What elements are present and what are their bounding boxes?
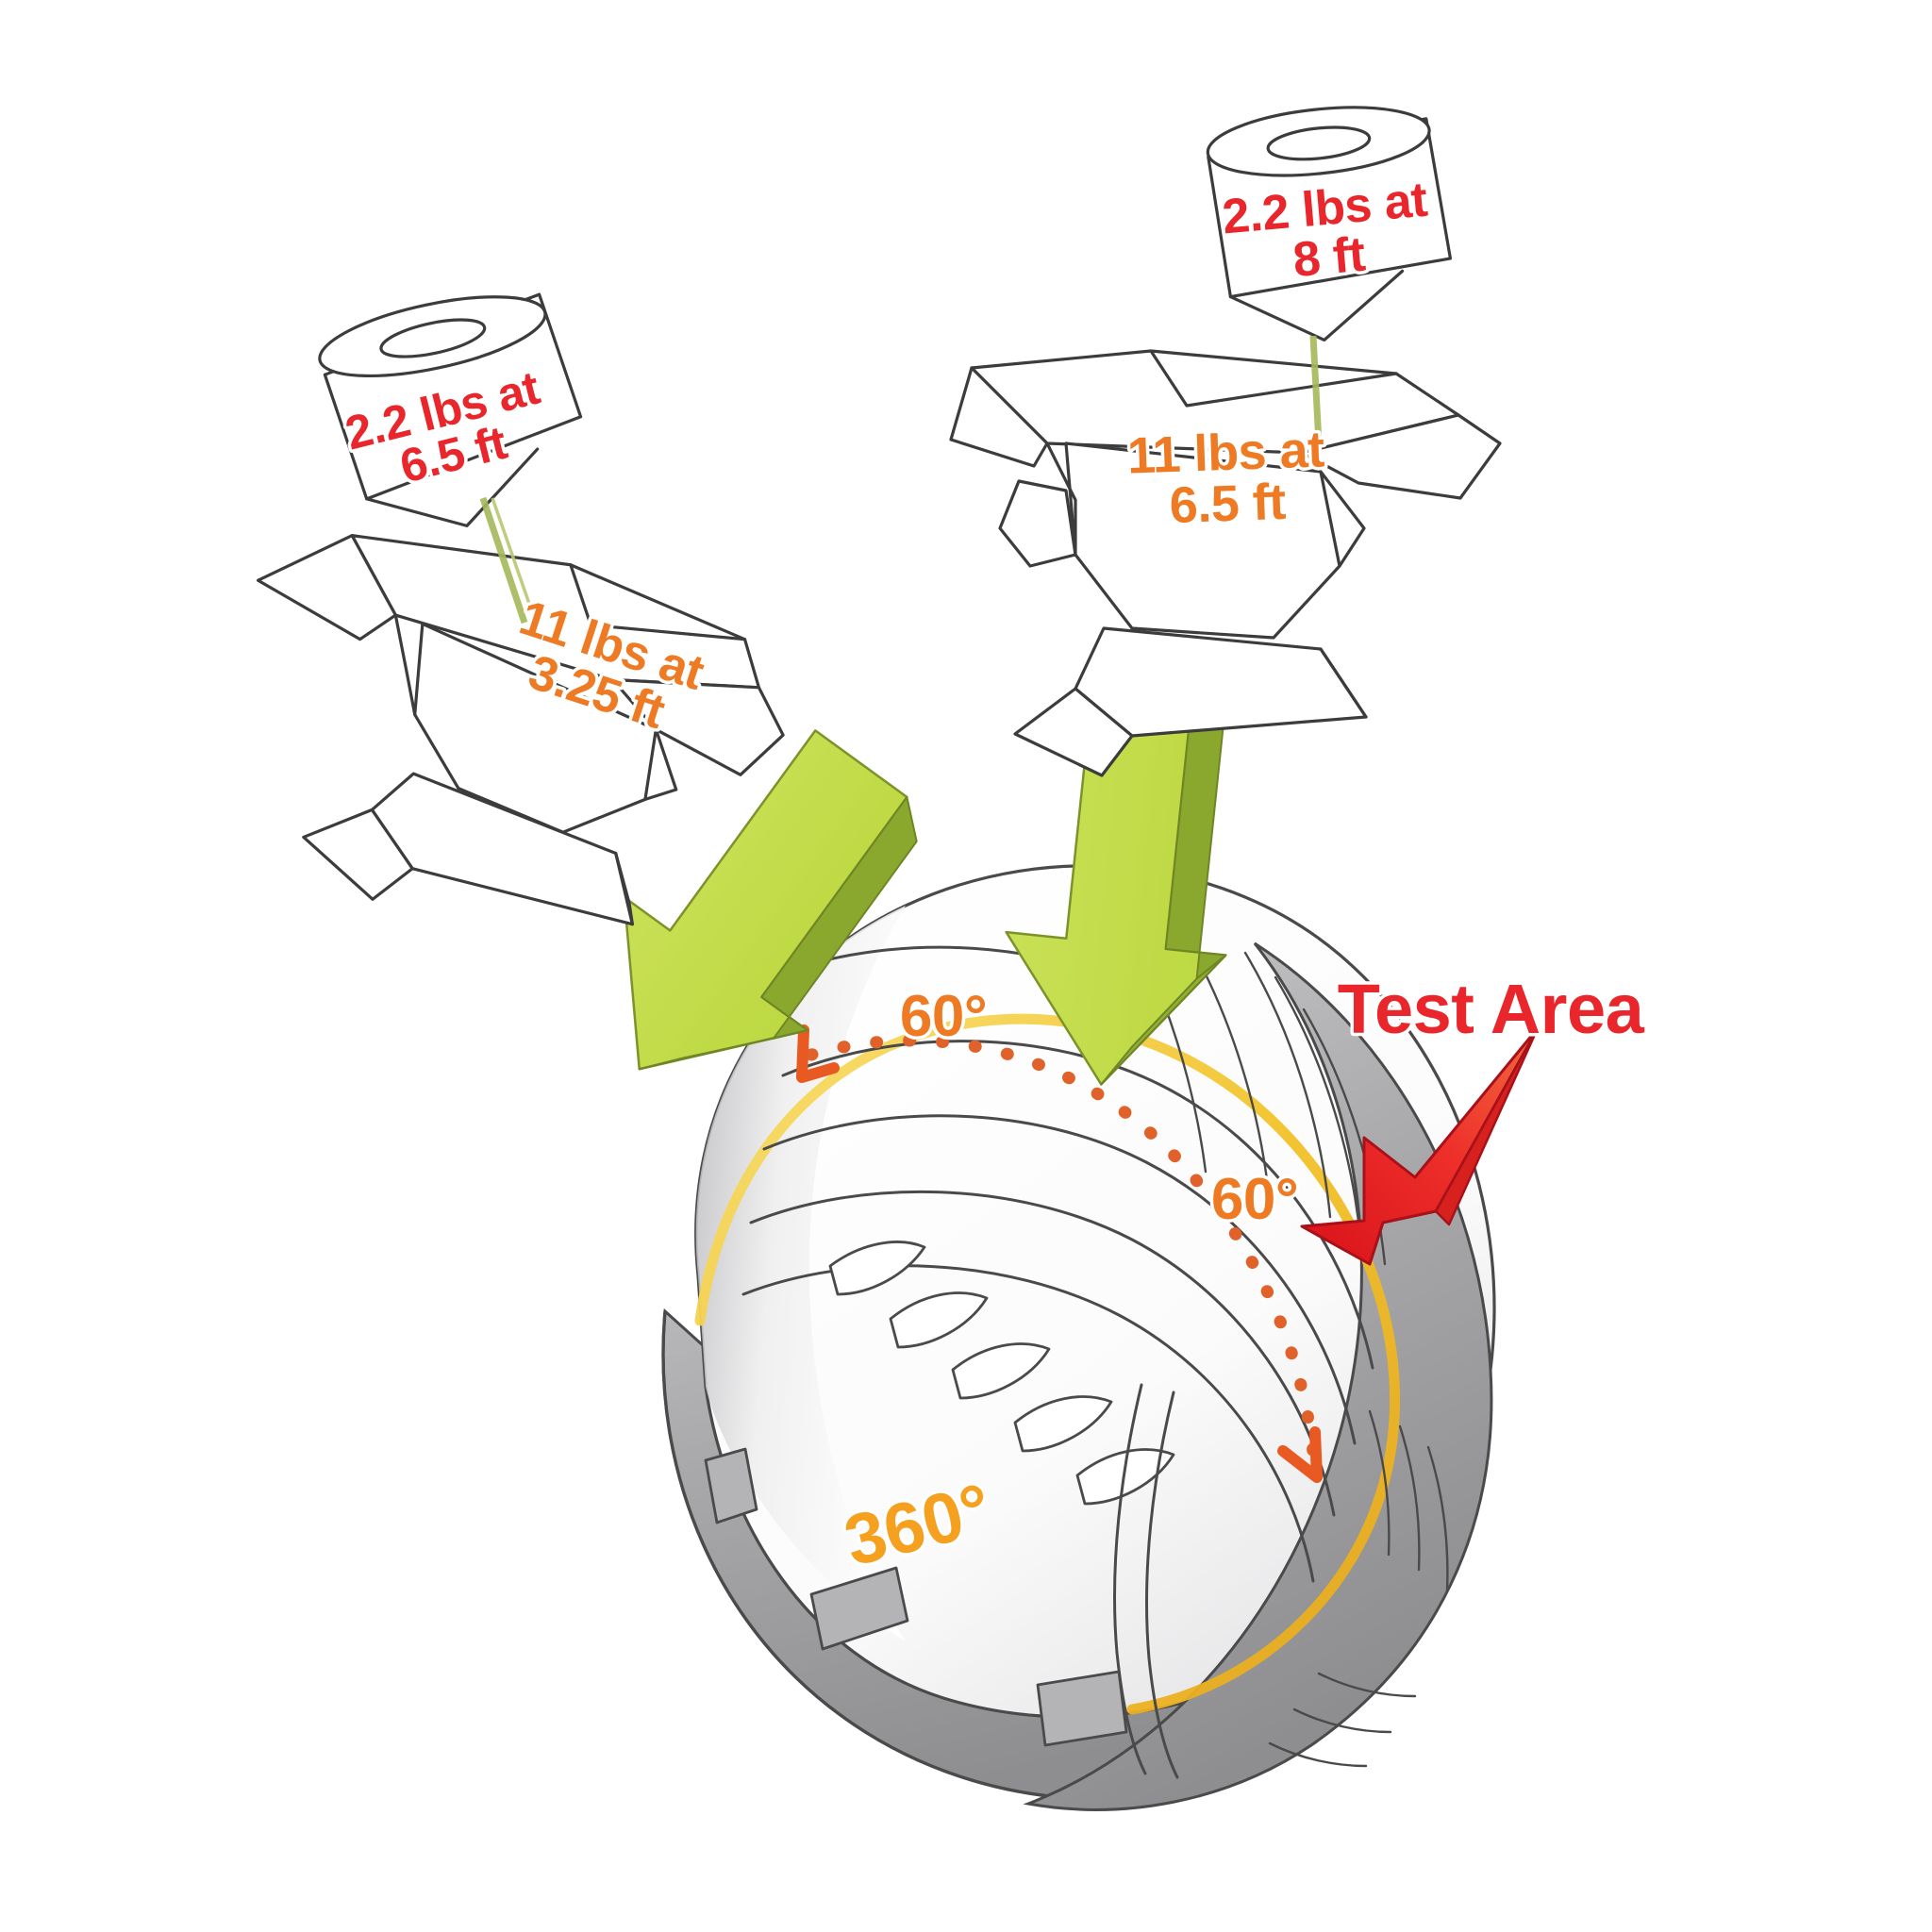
- helmet-vent-slots: [828, 1241, 1175, 1506]
- left-anvil: [256, 534, 785, 926]
- left-weight-leader-line: [479, 496, 528, 625]
- left-impact-arrow: [623, 729, 918, 1071]
- right-anvil-label-line2: 6.5 ft: [1169, 474, 1288, 534]
- test-area-arc: [796, 1024, 1323, 1483]
- right-weight-leader-line: [1309, 335, 1323, 444]
- right-weight: [1206, 106, 1453, 342]
- right-anvil-label-line1: 11 lbs at: [1126, 421, 1325, 484]
- angle-label-upper: 60°: [900, 984, 987, 1049]
- test-area-red-arrow: [1300, 1026, 1540, 1266]
- helmet-shell: [694, 864, 1496, 1719]
- helmet-360-gold-line: [694, 1013, 1401, 1715]
- helmet-left-shading: [695, 906, 906, 1641]
- right-anvil: [949, 349, 1502, 777]
- test-area-label: Test Area: [1338, 970, 1645, 1048]
- right-weight-label-line2: 8 ft: [1291, 227, 1367, 288]
- angle-label-lower: 60°: [1211, 1167, 1298, 1232]
- helmet-strap-lines: [1113, 1383, 1179, 1779]
- right-anvil-label: 11 lbs at 6.5 ft: [1123, 418, 1328, 538]
- helmet-strap-anchors: [704, 1447, 1128, 1747]
- right-impact-arrow: [1005, 656, 1227, 1086]
- helmet-rear-hatch-lines: [1268, 1409, 1449, 1768]
- left-weight: [318, 292, 583, 527]
